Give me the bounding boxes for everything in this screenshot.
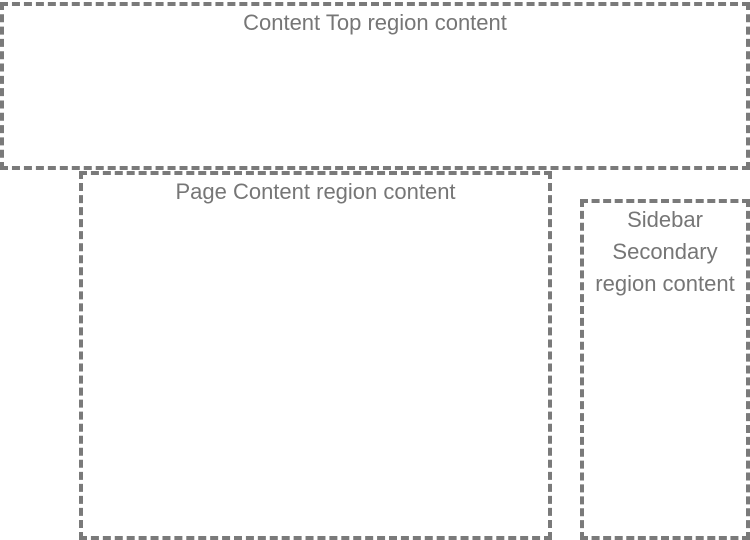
sidebar-secondary-label-line-2: Secondary: [612, 239, 718, 264]
page-content-region: Page Content region content: [79, 171, 552, 540]
content-top-region-label: Content Top region content: [243, 10, 507, 35]
page-content-region-label: Page Content region content: [175, 179, 456, 204]
sidebar-secondary-region: Sidebar Secondary region content: [580, 199, 750, 540]
sidebar-secondary-label-line-3: region content: [595, 271, 735, 296]
content-top-region: Content Top region content: [0, 2, 750, 170]
sidebar-secondary-label-line-1: Sidebar: [627, 207, 703, 232]
